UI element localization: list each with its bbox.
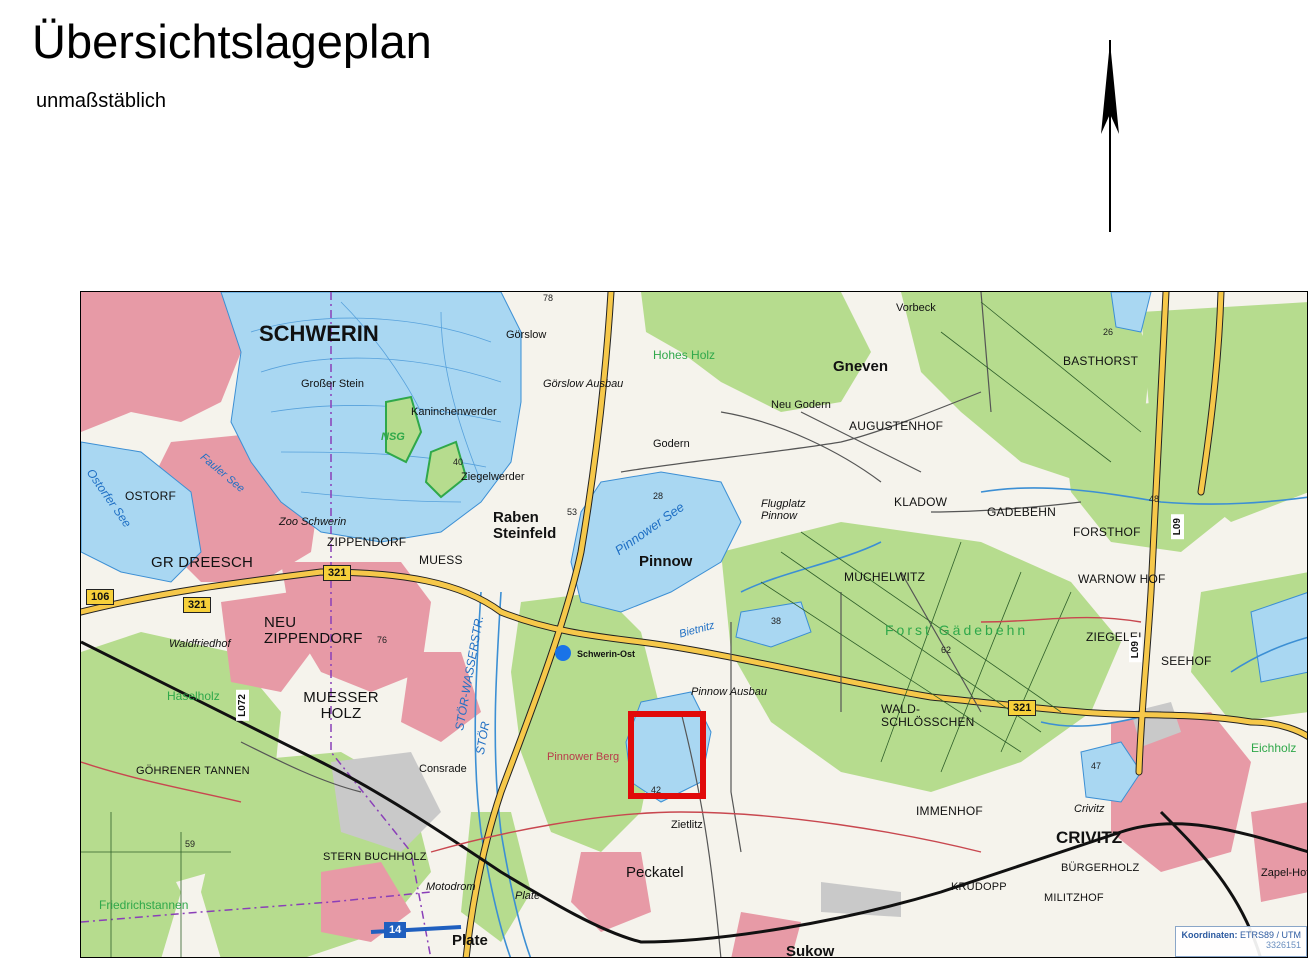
forest-label-friedrichstannen: Friedrichstannen	[99, 898, 189, 912]
place-label-goehrener-tannen: GÖHRENER TANNEN	[136, 765, 250, 777]
spot-height: 48	[1149, 494, 1160, 504]
nsg-label: NSG	[381, 431, 405, 443]
place-label-muchelwitz: MUCHELWITZ	[844, 570, 926, 584]
place-label-basthorst: BASTHORST	[1063, 354, 1139, 368]
place-label-zoo: Zoo Schwerin	[279, 516, 347, 528]
place-label-kaninchenwerder: Kaninchenwerder	[411, 406, 497, 418]
page-title: Übersichtslageplan	[32, 15, 432, 68]
place-label-waldfriedhof: Waldfriedhof	[169, 638, 231, 650]
place-label-pinnower-berg: Pinnower Berg	[547, 751, 620, 763]
place-label-raben-steinfeld: Raben Steinfeld	[493, 509, 557, 542]
spot-height: 38	[771, 616, 782, 626]
road-shield-b321-west: 321	[183, 597, 212, 614]
spot-height: 28	[653, 491, 664, 501]
place-label-krudopp: KRUDOPP	[951, 881, 1007, 893]
coordinate-label: Koordinaten:	[1181, 930, 1238, 940]
place-label-muess: MUESS	[419, 553, 463, 567]
forest-label-haselholz: Haselholz	[167, 689, 220, 703]
place-label-consrade: Consrade	[419, 763, 467, 775]
place-label-forsthof: FORSTHOF	[1073, 525, 1141, 539]
road-shield-l09-north: L09	[1171, 514, 1184, 540]
place-label-augustenhof: AUGUSTENHOF	[849, 419, 944, 433]
place-label-seehof: SEEHOF	[1161, 654, 1212, 668]
spot-height: 59	[185, 839, 196, 849]
scale-note: unmaßstäblich	[36, 90, 167, 112]
topographic-map	[81, 292, 1307, 957]
place-label-flugplatz-pinnow: Flugplatz Pinnow	[761, 498, 806, 522]
place-label-zietlitz: Zietlitz	[671, 819, 703, 831]
place-label-zippendorf: ZIPPENDORF	[327, 535, 407, 549]
place-label-peckatel: Peckatel	[626, 864, 684, 881]
place-label-plate-small: Plate	[515, 890, 541, 902]
place-label-godern: Godern	[653, 438, 690, 450]
spot-height: 47	[1091, 761, 1102, 771]
place-label-zapel-hof: Zapel-Hof	[1261, 867, 1308, 879]
place-label-gadebehn: GADEBEHN	[987, 505, 1056, 519]
place-label-vorbeck: Vorbeck	[896, 302, 936, 314]
place-label-immenhof: IMMENHOF	[916, 804, 983, 818]
place-label-ziegelwerder: Ziegelwerder	[461, 471, 525, 483]
forest-label-forst-gadebehn: Forst Gädebehn	[885, 622, 1029, 638]
place-label-muesser-holz: MUESSER HOLZ	[303, 689, 379, 722]
place-label-wald-schloesschen: WALD-SCHLÖSSCHEN	[881, 702, 975, 729]
place-label-pinnow: Pinnow	[639, 553, 693, 570]
place-label-ziegelei: ZIEGELEI	[1086, 630, 1142, 644]
road-shield-l072: L072	[236, 690, 249, 721]
place-label-crivitz: CRIVITZ	[1056, 828, 1123, 847]
place-label-grosser-stein: Großer Stein	[301, 378, 364, 390]
place-label-neu-zippendorf: NEU ZIPPENDORF	[264, 614, 363, 647]
place-label-crivitz-small: Crivitz	[1074, 803, 1105, 815]
place-label-gr-dreesch: GR DREESCH	[151, 554, 254, 571]
project-area-highlight[interactable]	[628, 711, 706, 799]
map-view[interactable]: SCHWERIN Görslow Görslow Ausbau Gneven V…	[80, 291, 1308, 958]
place-label-plate: Plate	[452, 932, 488, 949]
spot-height: 53	[567, 507, 578, 517]
place-label-schwerin: SCHWERIN	[259, 321, 379, 346]
spot-height: 76	[377, 635, 388, 645]
place-label-kladow: KLADOW	[894, 495, 948, 509]
place-label-stern-buchholz: STERN BUCHHOLZ	[323, 851, 427, 863]
place-label-pinnow-ausbau: Pinnow Ausbau	[691, 686, 768, 698]
forest-label-eichholz: Eichholz	[1251, 741, 1297, 755]
coordinate-system: ETRS89 / UTM	[1239, 930, 1301, 940]
coordinate-readout: Koordinaten: ETRS89 / UTM 3326151	[1175, 926, 1307, 957]
spot-height: 78	[543, 293, 554, 303]
place-label-motodrom: Motodrom	[426, 881, 476, 893]
location-marker-icon[interactable]	[555, 645, 571, 661]
road-shield-b106: 106	[86, 589, 115, 606]
forest-label-hohes-holz: Hohes Holz	[653, 348, 716, 362]
place-label-neu-godern: Neu Godern	[771, 399, 831, 411]
place-label-militzhof: MILITZHOF	[1044, 892, 1104, 904]
place-label-buergerholz: BÜRGERHOLZ	[1061, 862, 1140, 874]
place-label-goerslow: Görslow	[506, 329, 547, 341]
spot-height: 42	[651, 785, 662, 795]
spot-height: 62	[941, 645, 952, 655]
coordinate-value: 3326151	[1265, 940, 1301, 950]
spot-height: 40	[453, 457, 464, 467]
road-shield-a14: 14	[384, 922, 407, 939]
north-arrow-icon	[1101, 40, 1119, 232]
road-shield-b321-east: 321	[1008, 700, 1037, 717]
spot-height: 26	[1103, 327, 1114, 337]
road-shield-l09-south: L09	[1129, 637, 1142, 663]
place-label-schwerin-ost: Schwerin-Ost	[577, 649, 636, 659]
place-label-ostorf: OSTORF	[125, 489, 176, 503]
road-shield-b321: 321	[323, 565, 352, 582]
place-label-sukow: Sukow	[786, 943, 835, 958]
place-label-warnow-hof: WARNOW HOF	[1078, 572, 1166, 586]
place-label-goerslow-ausbau: Görslow Ausbau	[543, 378, 624, 390]
place-label-gneven: Gneven	[833, 358, 889, 375]
